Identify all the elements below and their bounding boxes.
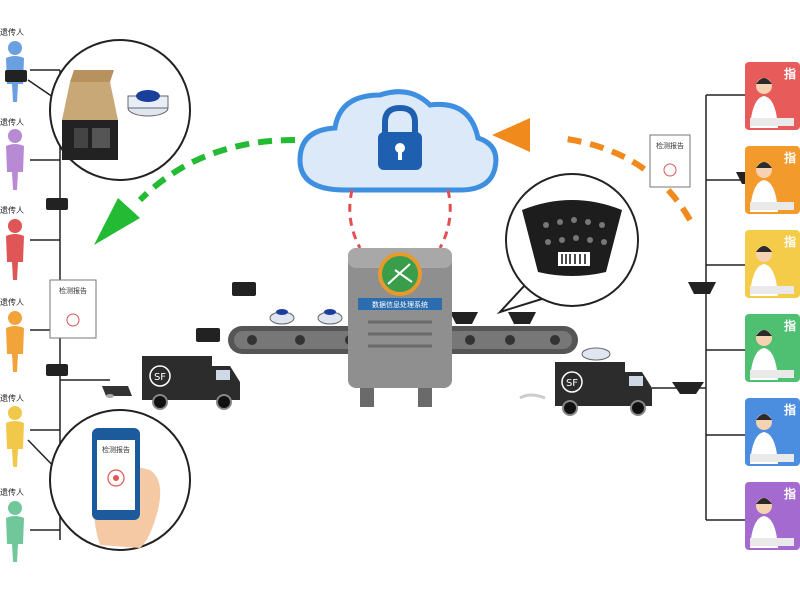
cloud-machine-links [348, 189, 452, 249]
doctor-card: 指 [745, 482, 800, 550]
truck-logo: SF [566, 378, 578, 389]
orange-dashed-arrow [559, 135, 693, 222]
report-doc-label: 检测报告 [59, 286, 87, 295]
delivery-truck-left: SF [102, 356, 240, 410]
recipient-label: 遗传人 [0, 488, 24, 497]
doctor-card: 指 [745, 314, 800, 382]
sample-kit-icon [46, 364, 68, 376]
report-doc-label: 检测报告 [656, 141, 684, 150]
doctor-card: 指 [745, 230, 800, 298]
green-dashed-arrow [137, 137, 296, 203]
sample-tray-icon [450, 312, 478, 324]
person-icon [6, 129, 24, 190]
sample-tube-icon [581, 347, 611, 361]
recipient-label: 遗传人 [0, 28, 24, 37]
doctor-card: 指 [745, 398, 800, 466]
doctor-card-label: 指 [784, 150, 796, 165]
recipient-label: 遗传人 [0, 118, 24, 127]
sample-kit-icon [5, 70, 27, 82]
doctor-card: 指 [745, 62, 800, 130]
kit-box-callout [27, 39, 191, 181]
truck-logo: SF [154, 372, 166, 383]
conveyor-items [196, 282, 536, 342]
orange-arrow-head [492, 118, 530, 152]
recipient-people [6, 41, 24, 562]
green-arrow-head [94, 198, 140, 245]
processing-machine: 数据信息处理系统 [348, 248, 452, 407]
sample-kit-icon [232, 282, 256, 296]
sample-tray-icon [688, 282, 716, 294]
sample-tray-callout [496, 173, 639, 315]
doctor-card-label: 指 [784, 234, 796, 249]
report-document-right: 检测报告 [649, 134, 691, 188]
recipient-label: 遗传人 [0, 298, 24, 307]
machine-label: 数据信息处理系统 [372, 300, 428, 309]
sample-kit-icon [196, 328, 220, 342]
sample-kit-icon [46, 198, 68, 210]
doctor-card-label: 指 [784, 66, 796, 81]
doctor-card-label: 指 [784, 318, 796, 333]
recipient-label: 遗传人 [0, 394, 24, 403]
phone-callout: 检测报告 [27, 409, 191, 551]
person-icon [6, 311, 24, 372]
delivery-truck-right: SF [519, 347, 652, 416]
sample-kits-left [5, 70, 68, 376]
sample-tray-icon [508, 312, 536, 324]
phone-report-label: 检测报告 [102, 445, 130, 454]
recipient-label: 遗传人 [0, 206, 24, 215]
person-icon [6, 406, 24, 467]
sample-tray-icon [672, 382, 704, 394]
lock-icon [378, 104, 422, 170]
doctor-card-label: 指 [784, 486, 796, 501]
right-tree-lines [652, 94, 745, 521]
report-document-left: 检测报告 [49, 279, 97, 339]
doctor-card-label: 指 [784, 402, 796, 417]
person-icon [6, 219, 24, 280]
person-icon [6, 501, 24, 562]
doctor-card: 指 [745, 146, 800, 214]
